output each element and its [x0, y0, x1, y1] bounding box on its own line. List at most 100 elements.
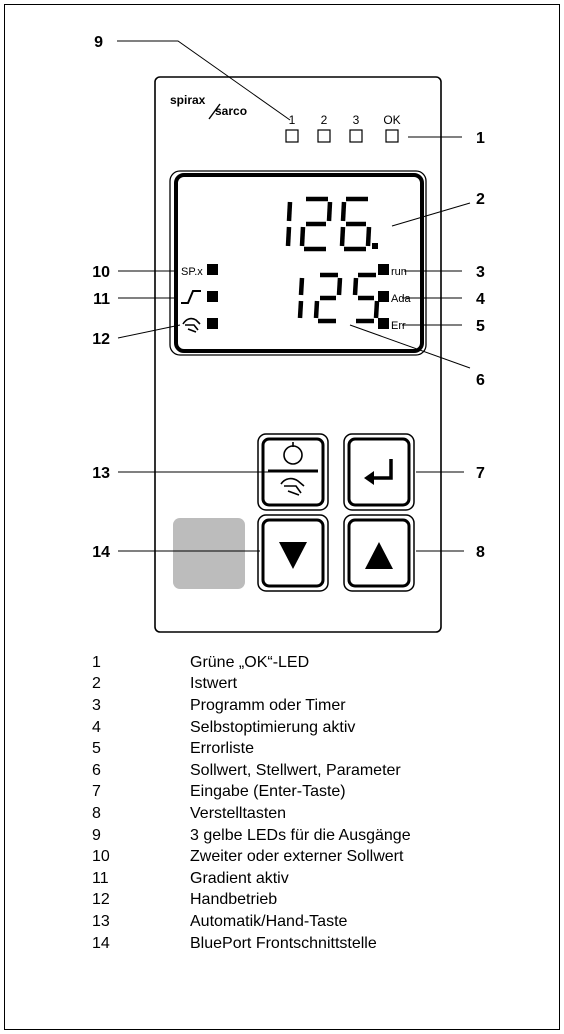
legend-number: 13 — [92, 912, 110, 930]
display-digit — [285, 201, 293, 247]
legend-text: BluePort Frontschnittstelle — [190, 934, 377, 952]
legend-item: 2 Istwert — [90, 674, 550, 696]
led-2 — [317, 129, 331, 143]
legend-item: 7 Eingabe (Enter-Taste) — [90, 782, 550, 804]
display-digit — [339, 196, 372, 252]
callout-8: 8 — [476, 544, 485, 561]
callout-14: 14 — [92, 544, 110, 561]
legend-number: 7 — [92, 783, 101, 801]
legend-text: Gradient aktiv — [190, 869, 289, 887]
legend-item: 12 Handbetrieb — [90, 890, 550, 912]
legend-number: 4 — [92, 718, 101, 736]
display-setpoint-value — [297, 272, 380, 324]
led-1 — [285, 129, 299, 143]
arrow-up-icon — [365, 542, 393, 569]
clock-icon — [283, 442, 303, 465]
digit-segment — [286, 201, 293, 222]
brand-line1: spirax — [170, 93, 206, 107]
arrow-down-icon — [279, 542, 307, 569]
decimal-point — [372, 243, 378, 249]
legend-item: 1 Grüne „OK“-LED — [90, 652, 550, 674]
legend-text: Zweiter oder externer Sollwert — [190, 848, 404, 866]
digit-segment — [339, 226, 346, 247]
legend-text: 3 gelbe LEDs für die Ausgänge — [190, 826, 411, 844]
indicator-manual-led — [207, 318, 218, 329]
display-digit — [297, 277, 305, 319]
auto-manual-key[interactable] — [257, 433, 329, 511]
legend-item: 5 Errorliste — [90, 738, 550, 760]
digit-segment — [326, 201, 333, 222]
legend-text: Sollwert, Stellwert, Parameter — [190, 761, 401, 779]
legend-number: 10 — [92, 848, 110, 866]
legend-number: 2 — [92, 675, 101, 693]
digit-segment — [352, 277, 359, 296]
legend-item: 14 BluePort Frontschnittstelle — [90, 933, 550, 955]
legend-number: 12 — [92, 891, 110, 909]
led-ok — [385, 129, 399, 143]
callout-11: 11 — [93, 291, 110, 308]
callout-3: 3 — [476, 264, 485, 281]
digit-segment — [285, 226, 292, 247]
leader-lines — [117, 40, 471, 552]
down-key[interactable] — [257, 514, 329, 592]
digit-segment — [365, 226, 372, 247]
legend-text: Istwert — [190, 675, 238, 693]
led-3 — [349, 129, 363, 143]
digit-segment — [298, 277, 305, 296]
digit-segment — [297, 300, 304, 319]
indicator-ada-label: Ada — [391, 293, 411, 305]
display-process-value — [285, 196, 378, 252]
digit-segment — [336, 277, 343, 296]
indicator-err-led — [378, 318, 389, 329]
lcd-inner-frame — [174, 173, 424, 353]
digit-segment — [340, 201, 347, 222]
legend-number: 6 — [92, 761, 101, 779]
digit-segment — [299, 226, 306, 247]
hand-icon — [280, 477, 305, 496]
legend-number: 14 — [92, 934, 110, 952]
indicator-ada-led — [378, 291, 389, 302]
legend-item: 13 Automatik/Hand-Taste — [90, 911, 550, 933]
legend-number: 8 — [92, 804, 101, 822]
legend-text: Errorliste — [190, 740, 255, 758]
led-label-2: 2 — [321, 113, 328, 127]
legend-text: Handbetrieb — [190, 891, 278, 909]
legend-item: 6 Sollwert, Stellwert, Parameter — [90, 760, 550, 782]
callout-4: 4 — [476, 291, 485, 308]
indicator-run-led — [378, 264, 389, 275]
callout-5: 5 — [476, 318, 485, 335]
legend-text: Selbstoptimierung aktiv — [190, 718, 356, 736]
callout-13: 13 — [92, 465, 110, 482]
legend-number: 1 — [92, 653, 101, 671]
lcd-display — [169, 170, 427, 356]
digit-segment — [373, 300, 380, 319]
enter-key[interactable] — [343, 433, 415, 511]
blueport-interface — [173, 518, 245, 589]
legend-list: 1 Grüne „OK“-LED 2 Istwert 3 Programm oder Ti… — [90, 652, 550, 954]
legend-text: Eingabe (Enter-Taste) — [190, 783, 346, 801]
callout-2: 2 — [476, 191, 485, 208]
indicator-spx-led — [207, 264, 218, 275]
legend-item: 10 Zweiter oder externer Sollwert — [90, 846, 550, 868]
led-label-ok: OK — [383, 113, 400, 127]
display-digit — [352, 272, 380, 324]
led-label-1: 1 — [289, 113, 296, 127]
indicator-gradient-led — [207, 291, 218, 302]
legend-item: 8 Verstelltasten — [90, 803, 550, 825]
indicator-run-label: run — [391, 266, 407, 278]
indicator-err-label: Err — [391, 320, 406, 332]
enter-icon — [364, 459, 393, 485]
brand-line2: sarco — [215, 104, 247, 118]
legend-text: Automatik/Hand-Taste — [190, 912, 348, 930]
indicator-spx-label: SP.x — [181, 266, 203, 278]
up-key[interactable] — [343, 514, 415, 592]
legend-text: Programm oder Timer — [190, 696, 346, 714]
legend-text: Verstelltasten — [190, 804, 287, 822]
legend-number: 3 — [92, 696, 101, 714]
digit-segment — [313, 300, 320, 319]
ramp-icon — [181, 290, 201, 304]
legend-text: Grüne „OK“-LED — [190, 653, 310, 671]
legend-number: 5 — [92, 740, 101, 758]
callout-10: 10 — [92, 264, 110, 281]
